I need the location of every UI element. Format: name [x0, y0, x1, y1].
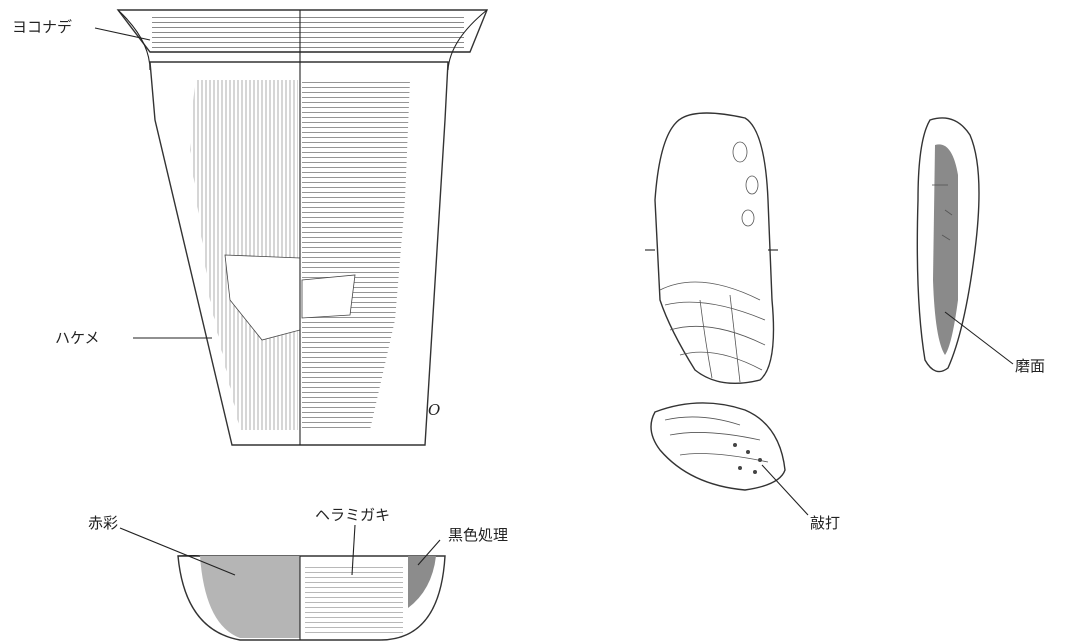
label-hakeme: ハケメ: [55, 329, 100, 347]
pot-drawing: [116, 9, 489, 446]
body-right-hatching: [302, 80, 410, 430]
leader-herami-gaki: [351, 524, 356, 576]
tool-bottom-outline: [650, 402, 786, 491]
label-akasai: 赤彩: [88, 514, 118, 532]
leader-akasai: [119, 527, 236, 576]
leader-mamen: [944, 311, 1014, 365]
stone-tool-side: [916, 117, 980, 373]
leader-yokonade: [94, 27, 151, 41]
label-yokonade: ヨコナデ: [12, 18, 72, 36]
red-paint-area: [200, 556, 300, 638]
label-mamen: 磨面: [1015, 357, 1045, 375]
leader-kokushoku-shori: [417, 539, 441, 566]
section-mark: O: [428, 401, 440, 419]
body-left-hatching: [190, 80, 298, 430]
bowl-drawing: [177, 554, 446, 641]
label-kokushoku-shori: 黒色処理: [448, 526, 508, 544]
label-koda: 敲打: [810, 514, 840, 532]
polished-surface: [933, 144, 958, 355]
tool-front-outline: [654, 112, 775, 385]
label-herami-gaki: ヘラミガキ: [315, 506, 390, 524]
stone-tool-front: [645, 112, 778, 385]
rim-horizontal-hatching: [152, 14, 464, 48]
leader-koda: [761, 464, 809, 516]
black-treatment-area: [408, 556, 436, 608]
stone-tool-bottom: [650, 402, 786, 491]
